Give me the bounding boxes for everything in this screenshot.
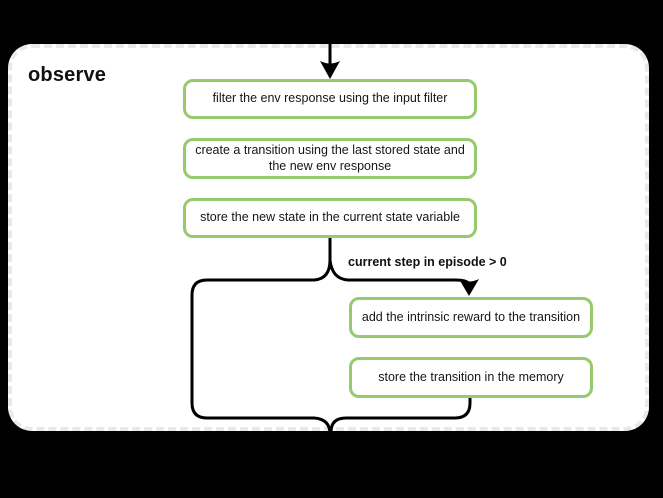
step-add-intrinsic-reward: add the intrinsic reward to the transiti… — [349, 297, 593, 338]
condition-label: current step in episode > 0 — [348, 255, 507, 269]
step-store-transition-memory: store the transition in the memory — [349, 357, 593, 398]
step-filter-env-response: filter the env response using the input … — [183, 79, 477, 119]
step-store-new-state: store the new state in the current state… — [183, 198, 477, 238]
step-create-transition: create a transition using the last store… — [183, 138, 477, 179]
group-title: observe — [28, 64, 107, 86]
